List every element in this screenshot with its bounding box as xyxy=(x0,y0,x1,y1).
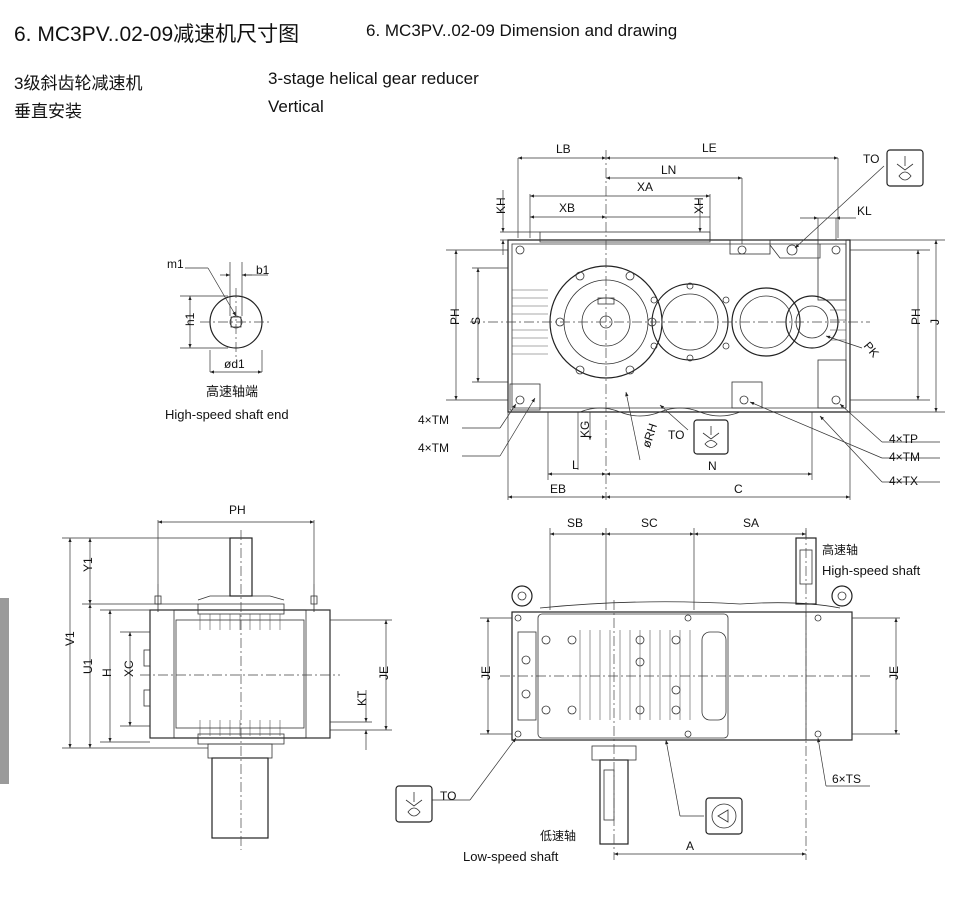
dim-XC: XC xyxy=(122,660,136,677)
dim-J: J xyxy=(928,319,942,325)
dim-KT: KT xyxy=(355,690,369,706)
dim-TM-3: 4×TM xyxy=(889,450,920,464)
dim-JE-left: JE xyxy=(479,666,493,680)
dim-side-JE: JE xyxy=(377,666,391,680)
dim-L: L xyxy=(572,458,579,472)
caption-en: High-speed shaft end xyxy=(165,407,289,422)
dim-side-PH: PH xyxy=(229,503,246,517)
dim-EB: EB xyxy=(550,482,566,496)
dim-TP: 4×TP xyxy=(889,432,918,446)
label-d1: ød1 xyxy=(224,357,245,371)
dim-TS: 6×TS xyxy=(832,772,861,786)
ls-label-cn: 低速轴 xyxy=(540,828,576,843)
dim-JE-right: JE xyxy=(887,666,901,680)
top-view: LB LE LN XA XB KH XH TO KL PH J PK xyxy=(418,141,945,500)
front-view: SB SC SA 高速轴 High-speed shaft JE JE 6×TS… xyxy=(395,516,921,864)
dim-XA: XA xyxy=(637,180,653,194)
dim-XH: XH xyxy=(692,197,706,214)
vent-plug-icon-mid xyxy=(693,419,729,455)
hs-label-cn: 高速轴 xyxy=(822,542,858,557)
dim-LB: LB xyxy=(556,142,571,156)
mount-en: Vertical xyxy=(268,97,324,116)
label-m1: m1 xyxy=(167,257,184,271)
dim-TM-1: 4×TM xyxy=(418,413,449,427)
dim-TO-mid: TO xyxy=(668,428,684,442)
type-cn: 3级斜齿轮减速机 xyxy=(14,74,143,93)
dim-SB: SB xyxy=(567,516,583,530)
dim-Y1: Y1 xyxy=(81,557,95,572)
dim-PH-left: PH xyxy=(448,308,462,325)
dim-N: N xyxy=(708,459,717,473)
caption-cn: 高速轴端 xyxy=(206,384,258,399)
vent-plug-icon-bottom xyxy=(395,785,433,823)
label-h1: h1 xyxy=(183,312,197,326)
dim-TO-top: TO xyxy=(863,152,879,166)
dim-TO-bottom: TO xyxy=(440,789,456,803)
dim-SA: SA xyxy=(743,516,759,530)
dim-V1: V1 xyxy=(63,631,77,646)
hs-label-en: High-speed shaft xyxy=(822,563,921,578)
dim-A: A xyxy=(686,839,694,853)
dim-U1: U1 xyxy=(81,658,95,674)
shaft-end-view: m1 b1 h1 ød1 高速轴端 High-speed shaft end xyxy=(165,257,289,422)
dim-PH-right: PH xyxy=(909,308,923,325)
title-en: 6. MC3PV..02-09 Dimension and drawing xyxy=(366,21,678,40)
dim-KL: KL xyxy=(857,204,872,218)
title-cn: 6. MC3PV..02-09减速机尺寸图 xyxy=(14,23,300,46)
side-view: PH V1 Y1 U1 H XC JE KT xyxy=(62,503,392,850)
type-en: 3-stage helical gear reducer xyxy=(268,69,479,88)
dim-C: C xyxy=(734,482,743,496)
side-index-tab xyxy=(0,598,9,784)
dim-KG: KG xyxy=(578,421,592,438)
dim-LN: LN xyxy=(661,163,676,177)
dim-TM-2: 4×TM xyxy=(418,441,449,455)
dim-H: H xyxy=(100,668,114,677)
vent-plug-icon xyxy=(886,149,924,187)
oil-drain-icon xyxy=(705,797,743,835)
dim-XB: XB xyxy=(559,201,575,215)
dim-SC: SC xyxy=(641,516,658,530)
dim-LE: LE xyxy=(702,141,717,155)
dim-TX: 4×TX xyxy=(889,474,918,488)
dim-S: S xyxy=(469,317,483,325)
dim-PK: PK xyxy=(861,339,882,360)
ls-label-en: Low-speed shaft xyxy=(463,849,559,864)
label-b1: b1 xyxy=(256,263,270,277)
dim-KH: KH xyxy=(494,197,508,214)
dim-RH: øRH xyxy=(639,422,660,450)
mount-cn: 垂直安装 xyxy=(14,102,82,121)
